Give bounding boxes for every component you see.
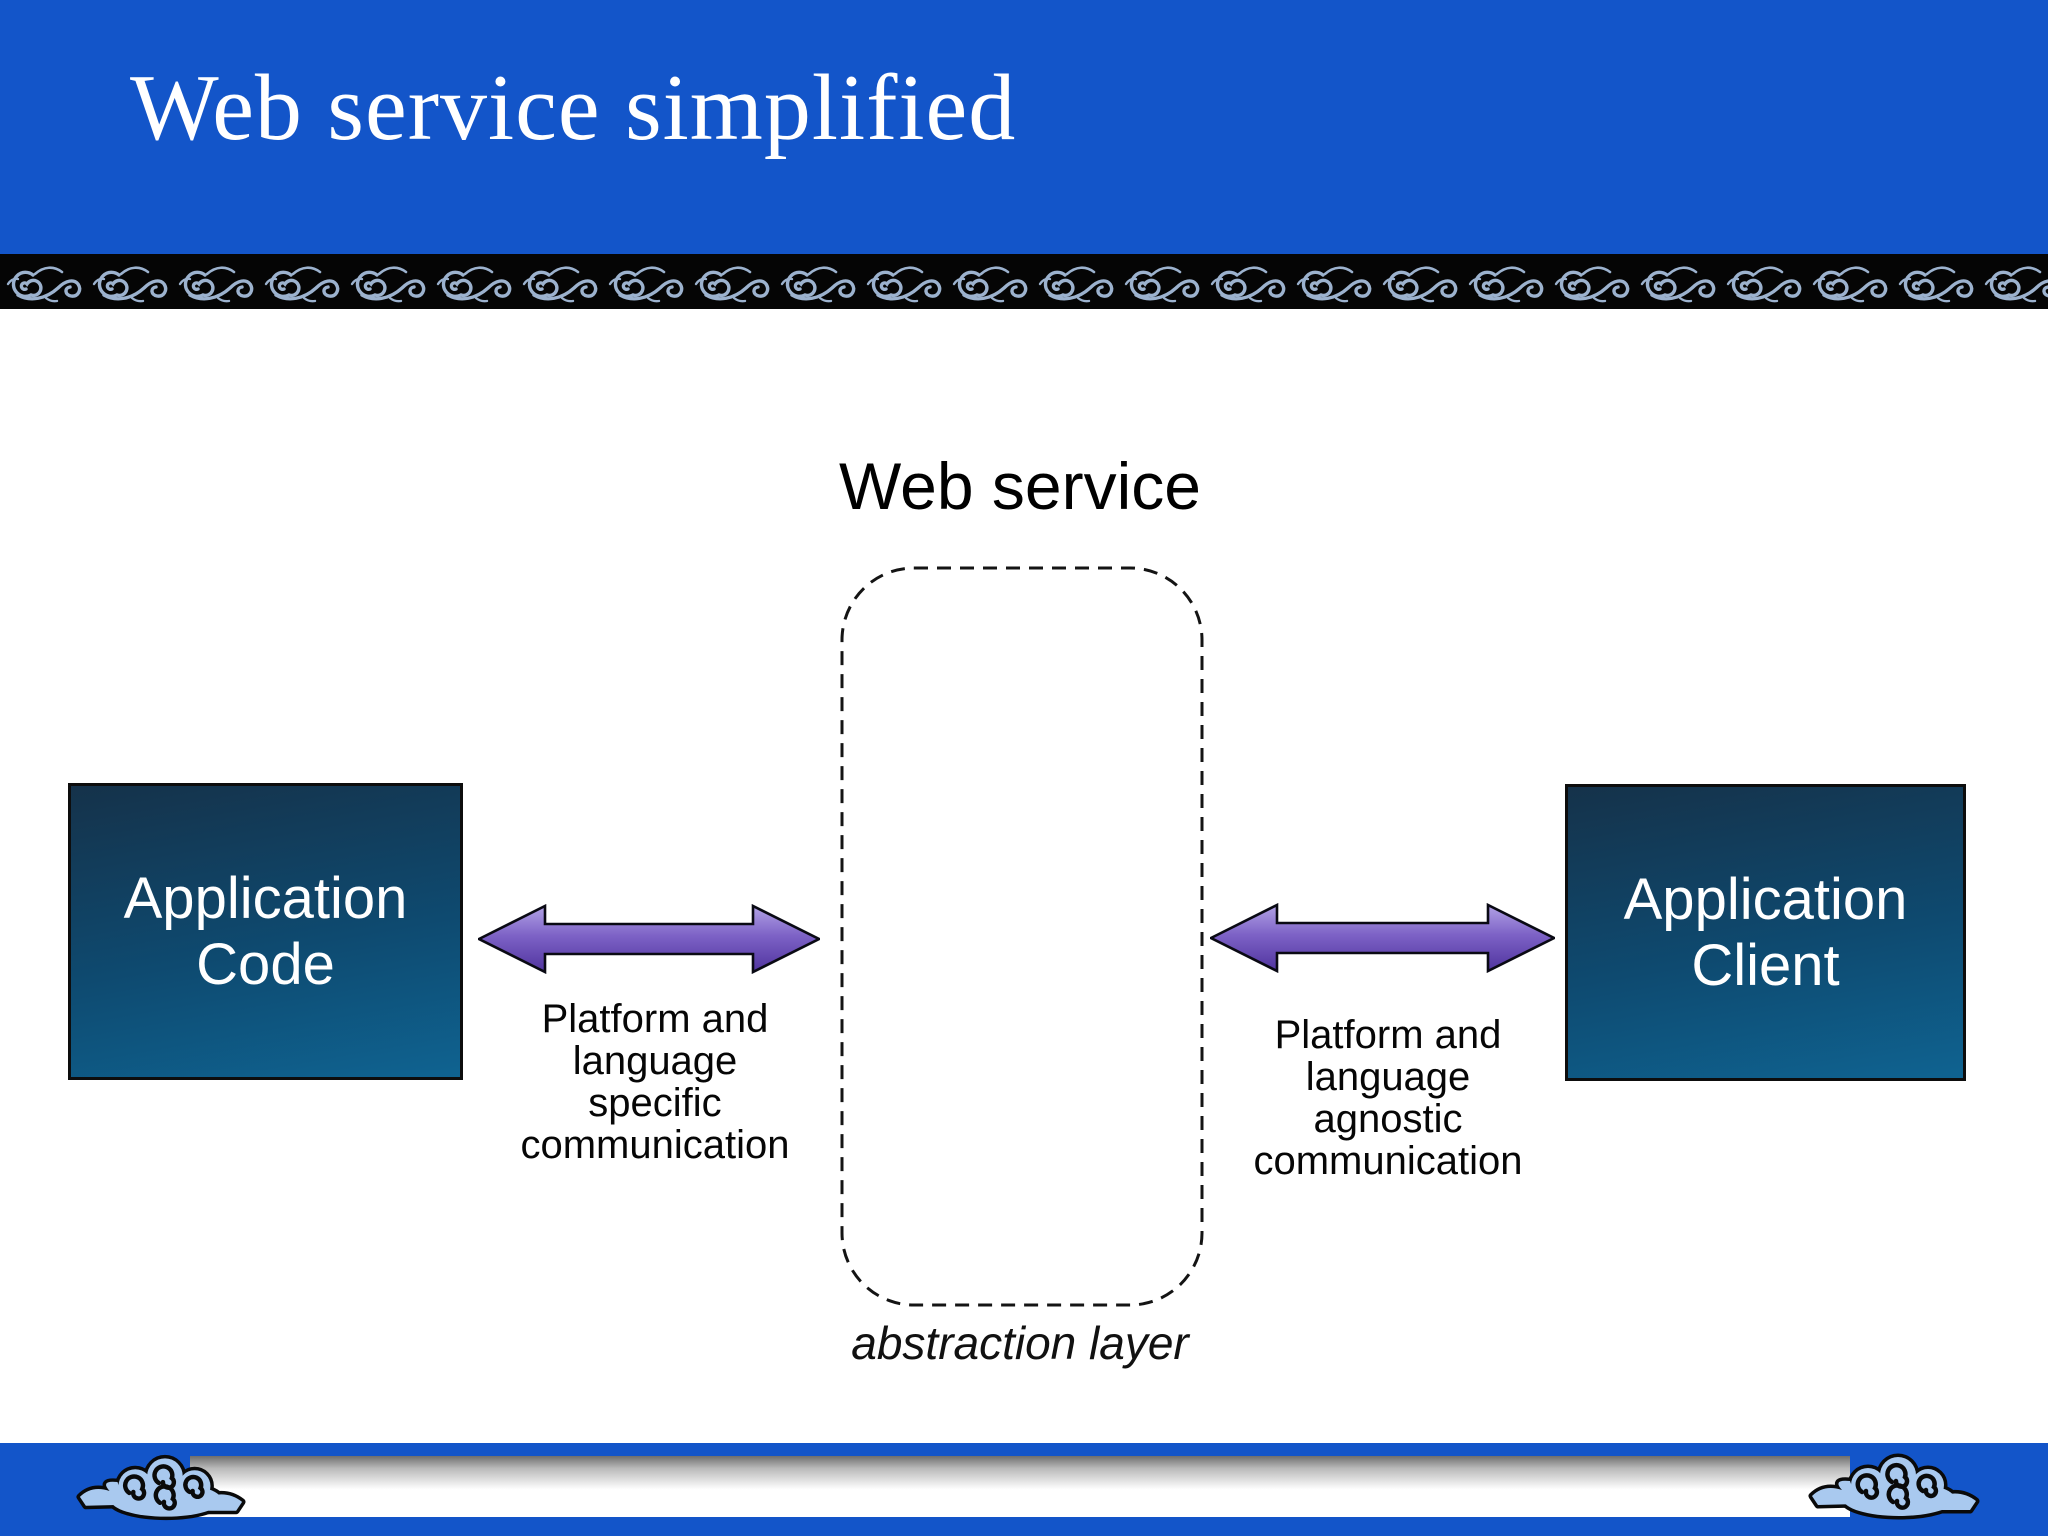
cloud-icon [76,1454,246,1521]
abstraction-layer-label: abstraction layer [851,1317,1189,1369]
application-client-box: Application Client [1565,784,1966,1081]
scroll-ornament-border [0,254,2048,309]
cloud-icon [1808,1453,1980,1520]
slide-title: Web service simplified [130,56,1017,160]
footer-banner [0,1443,2048,1536]
left-double-arrow-icon [478,904,820,974]
application-code-box: Application Code [68,783,463,1080]
scroll-ornament-icon [0,254,2048,309]
diagram-heading: Web service [839,449,1201,523]
right-double-arrow-icon [1210,903,1555,973]
application-code-label: Application Code [123,865,408,997]
application-client-label: Application Client [1623,866,1908,998]
abstraction-layer-box [840,566,1204,1307]
footer-stripe [190,1456,1850,1517]
left-communication-caption: Platform and language specific communica… [520,997,790,1167]
header-banner: Web service simplified [0,0,2048,254]
right-communication-caption: Platform and language agnostic communica… [1253,1013,1523,1183]
